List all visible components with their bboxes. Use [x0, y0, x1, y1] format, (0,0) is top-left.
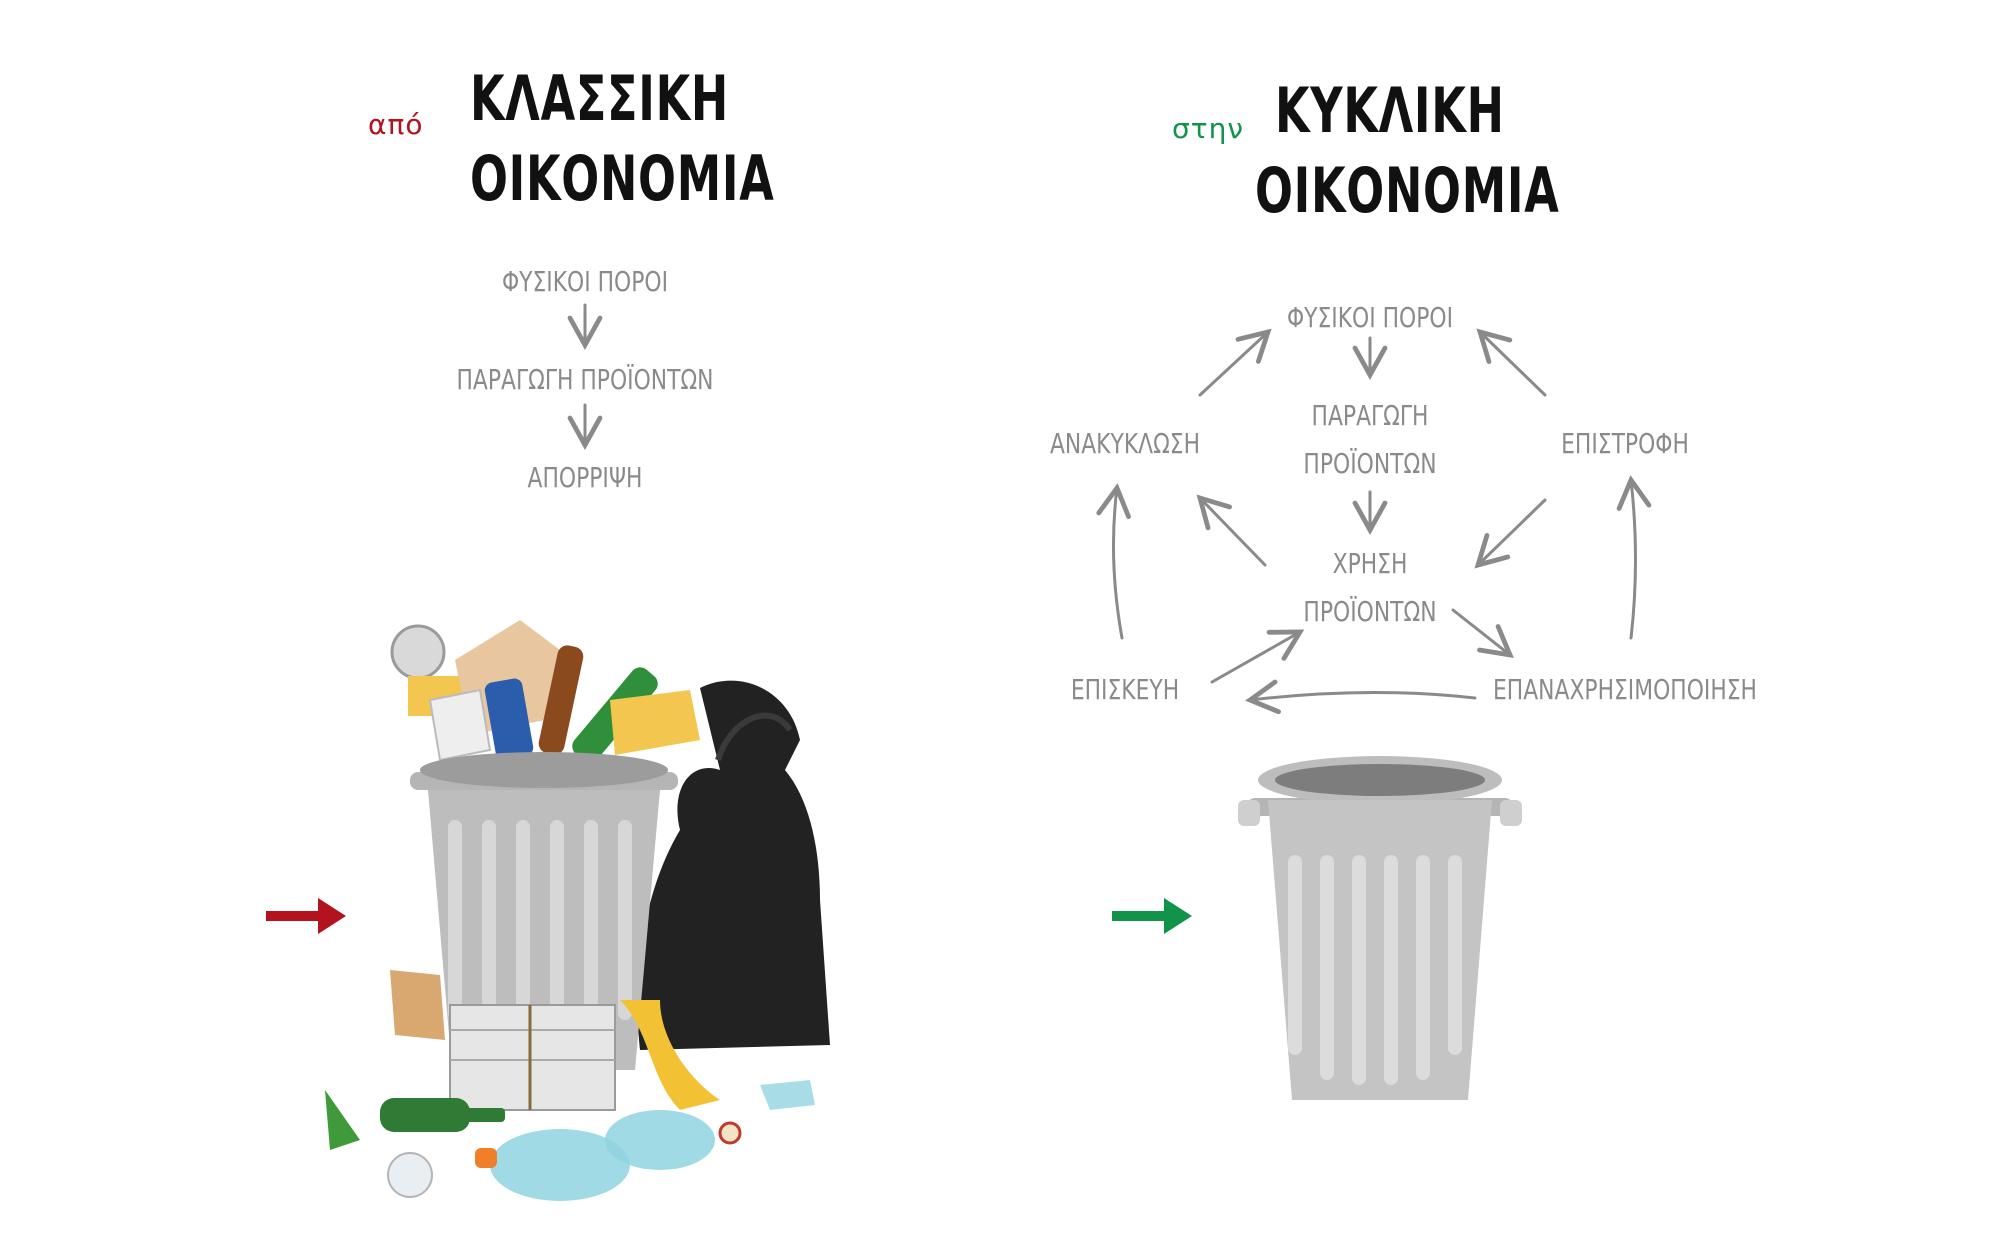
arrow-use-reuse — [1451, 608, 1514, 659]
trash-items-icon — [390, 620, 700, 763]
node-use-line1: ΧΡΗΣΗ — [1332, 547, 1408, 580]
node-recycling: ΑΝΑΚΥΚΛΩΣΗ — [1049, 427, 1201, 460]
left-step-production: ΠΑΡΑΓΩΓΗ ΠΡΟΪΟΝΤΩΝ — [456, 363, 714, 396]
node-return: ΕΠΙΣΤΡΟΦΗ — [1561, 427, 1689, 460]
arrow-reuse-repair — [1245, 679, 1477, 715]
red-pointer-arrow — [266, 898, 346, 934]
arrow-repair-use — [1210, 629, 1305, 684]
right-title-line1: ΚΥΚΛΙΚΗ — [1275, 74, 1505, 147]
right-title-line2: ΟΙΚΟΝΟΜΙΑ — [1255, 154, 1560, 227]
left-step-disposal: ΑΠΟΡΡΙΨΗ — [527, 461, 643, 494]
left-title-line2: ΟΙΚΟΝΟΜΙΑ — [470, 142, 775, 215]
node-use-line2: ΠΡΟΪΟΝΤΩΝ — [1303, 595, 1437, 628]
right-prefix: στην — [1172, 112, 1244, 145]
node-reuse: ΕΠΑΝΑΧΡΗΣΙΜΟΠΟΙΗΣΗ — [1493, 673, 1757, 706]
node-resources: ΦΥΣΙΚΟΙ ΠΟΡΟΙ — [1286, 301, 1454, 334]
arrow-reuse-return — [1616, 475, 1652, 640]
trash-can-icon — [410, 752, 678, 1070]
arrow-return-resources — [1476, 328, 1547, 397]
node-production-line2: ΠΡΟΪΟΝΤΩΝ — [1303, 447, 1437, 480]
left-prefix: από — [368, 108, 424, 141]
left-title-line1: ΚΛΑΣΣΙΚΗ — [470, 62, 729, 135]
green-pointer-arrow — [1112, 898, 1192, 934]
ground-litter-icon — [325, 970, 815, 1201]
node-repair: ΕΠΙΣΚΕΥΗ — [1070, 673, 1180, 706]
arrow-return-use — [1474, 498, 1547, 569]
arrow-use-recycling — [1196, 494, 1267, 567]
arrow-recycling-resources — [1198, 328, 1272, 397]
overflowing-trash-illustration — [325, 620, 830, 1201]
empty-trash-can-icon — [1238, 756, 1522, 1100]
arrow-repair-recycling — [1096, 483, 1131, 640]
node-production-line1: ΠΑΡΑΓΩΓΗ — [1311, 399, 1429, 432]
garbage-bag-icon — [637, 680, 830, 1050]
left-step-resources: ΦΥΣΙΚΟΙ ΠΟΡΟΙ — [501, 265, 669, 298]
